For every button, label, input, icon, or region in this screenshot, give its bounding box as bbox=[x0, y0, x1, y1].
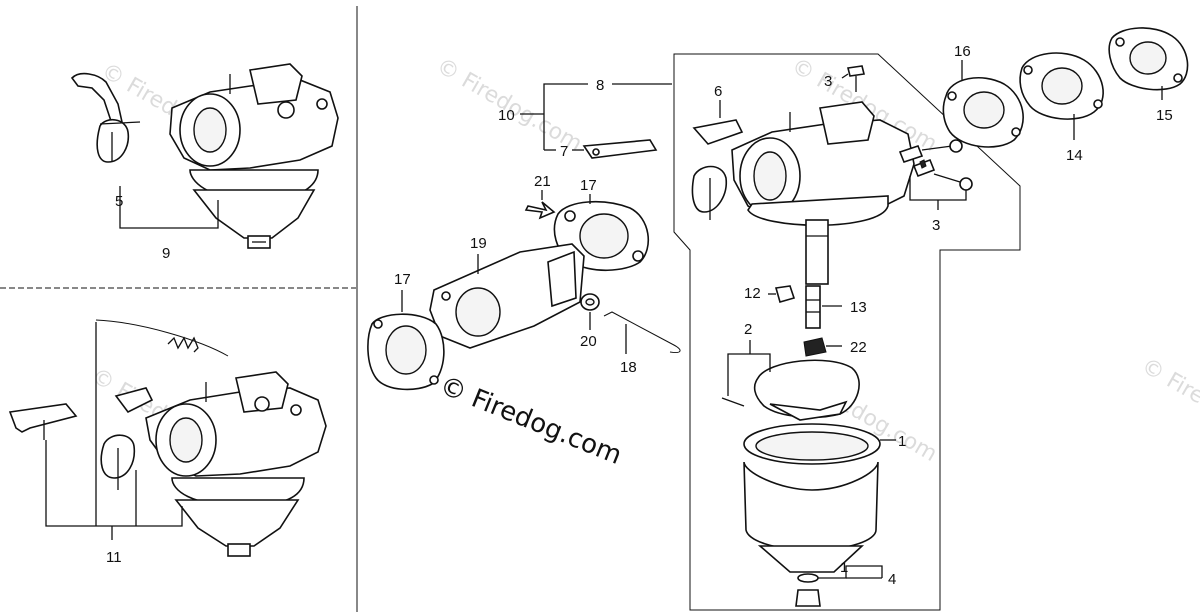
callout-4: 4 bbox=[888, 571, 896, 588]
callout-9: 9 bbox=[162, 245, 170, 262]
panel-dividers bbox=[0, 6, 358, 612]
spring-part bbox=[167, 336, 199, 353]
callout-17-right: 17 bbox=[580, 177, 597, 194]
carburetor-assembly-bottom-left bbox=[8, 319, 327, 557]
watermark-6: © Firedog.com bbox=[1137, 354, 1200, 457]
callout-2: 2 bbox=[744, 321, 752, 338]
callout-15: 15 bbox=[1156, 107, 1173, 124]
callout-16: 16 bbox=[954, 43, 971, 60]
callout-19: 19 bbox=[470, 235, 487, 252]
copyright-text: © Firedog.com bbox=[435, 371, 626, 471]
intake-parts-middle bbox=[367, 83, 681, 391]
callout-18: 18 bbox=[620, 359, 637, 376]
callout-11: 11 bbox=[106, 549, 122, 566]
callout-7: 7 bbox=[560, 143, 568, 160]
callout-22: 22 bbox=[850, 339, 867, 356]
callout-1-washer: 1 bbox=[840, 559, 848, 576]
callout-21: 21 bbox=[534, 173, 551, 190]
exploded-carburetor-right bbox=[673, 27, 1189, 611]
callout-6: 6 bbox=[714, 83, 722, 100]
callout-14: 14 bbox=[1066, 147, 1083, 164]
watermark-2: © Firedog.com bbox=[432, 54, 586, 157]
callout-3-right: 3 bbox=[932, 217, 940, 234]
callout-12: 12 bbox=[744, 285, 761, 302]
callout-20: 20 bbox=[580, 333, 597, 350]
screw-set-3 bbox=[898, 139, 973, 210]
callout-3-top: 3 bbox=[824, 73, 832, 90]
callout-17-left: 17 bbox=[394, 271, 411, 288]
callout-1-gasket: 1 bbox=[898, 433, 906, 450]
callout-10: 10 bbox=[498, 107, 515, 124]
carburetor-assembly-top-left bbox=[70, 63, 339, 249]
callout-13: 13 bbox=[850, 299, 867, 316]
callout-5: 5 bbox=[115, 193, 123, 210]
callout-8: 8 bbox=[596, 77, 604, 94]
